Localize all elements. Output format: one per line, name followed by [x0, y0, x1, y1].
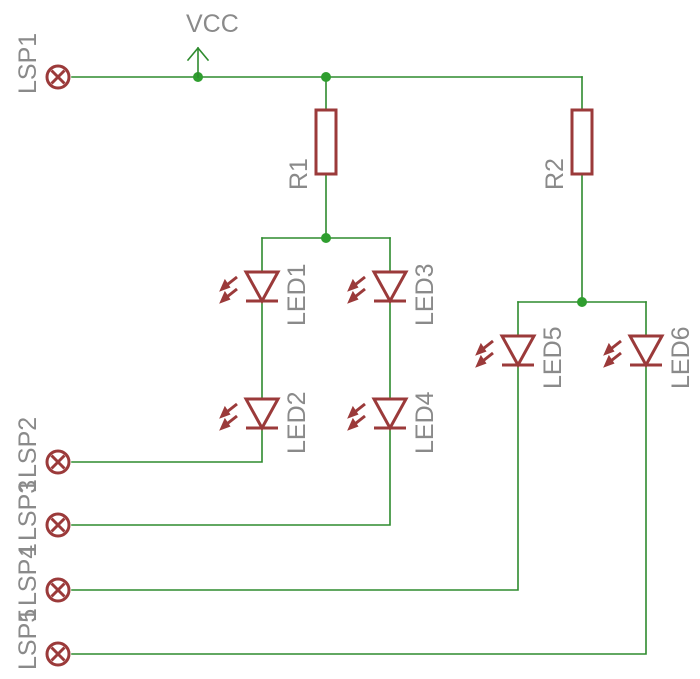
- led6-label: LED6: [667, 326, 695, 389]
- connector-lsp2-pad: [45, 449, 71, 475]
- connector-lsp4-pad: [45, 577, 71, 603]
- lsp2-label: LSP2: [14, 417, 42, 478]
- r1-label: R1: [285, 158, 313, 190]
- led5-symbol: [475, 334, 536, 368]
- resistor-r2: [570, 108, 594, 176]
- led2-label: LED2: [283, 391, 311, 454]
- led2-symbol: [219, 397, 280, 431]
- led6-symbol: [603, 334, 664, 368]
- junction-r1-bottom: [321, 233, 331, 243]
- lsp4-label: LSP4: [14, 545, 42, 606]
- lsp5-label: LSP5: [14, 609, 42, 670]
- vcc-supply-symbol: [186, 46, 210, 78]
- led3-label: LED3: [411, 263, 439, 326]
- led1-symbol: [219, 270, 280, 304]
- junction-r2-bottom: [577, 297, 587, 307]
- lsp3-stub-label: 1: [14, 479, 42, 493]
- r2-label: R2: [541, 158, 569, 190]
- connector-lsp1-pad: [45, 64, 71, 90]
- led4-symbol: [347, 397, 408, 431]
- junction-r1-top: [321, 72, 331, 82]
- led5-label: LED5: [539, 326, 567, 389]
- lsp5-stub-label: 1: [14, 608, 42, 622]
- lsp4-stub-label: 1: [14, 543, 42, 557]
- led4-label: LED4: [411, 391, 439, 454]
- led3-symbol: [347, 270, 408, 304]
- connector-lsp5-pad: [45, 641, 71, 667]
- resistor-r1: [314, 108, 338, 176]
- led1-label: LED1: [283, 263, 311, 326]
- connector-lsp3-pad: [45, 512, 71, 538]
- lsp3-label: LSP3: [14, 480, 42, 541]
- lsp1-label: LSP1: [14, 33, 42, 94]
- vcc-label: VCC: [186, 10, 239, 38]
